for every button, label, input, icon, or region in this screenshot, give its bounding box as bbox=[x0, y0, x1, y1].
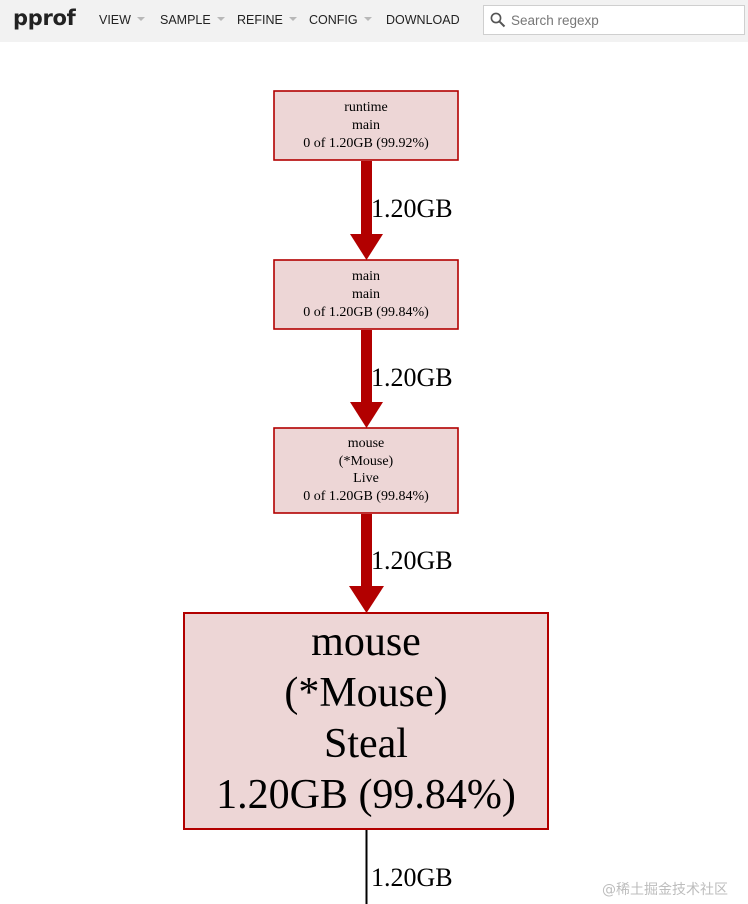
edge-label: 1.20GB bbox=[371, 863, 453, 892]
node-box bbox=[273, 90, 459, 161]
graph-edge[interactable]: 1.20GB bbox=[350, 330, 453, 428]
menu-refine-label: REFINE bbox=[237, 13, 283, 27]
toolbar: pprof VIEW SAMPLE REFINE CONFIG DOWNLOAD bbox=[0, 0, 748, 42]
chevron-down-icon bbox=[288, 17, 297, 21]
graph-edge[interactable]: 1.20GB bbox=[349, 514, 453, 613]
node-value: 0 of 1.20GB (99.84%) bbox=[303, 489, 429, 504]
menu-sample-label: SAMPLE bbox=[160, 13, 211, 27]
menu-config-label: CONFIG bbox=[309, 13, 358, 27]
chevron-down-icon bbox=[216, 17, 225, 21]
graph-edge[interactable]: 1.20GB bbox=[365, 829, 453, 904]
node-box bbox=[273, 427, 459, 514]
node-package: mouse bbox=[348, 436, 385, 451]
menu-view-label: VIEW bbox=[99, 13, 131, 27]
graph-edge[interactable]: 1.20GB bbox=[350, 161, 453, 260]
menu-view[interactable]: VIEW bbox=[99, 13, 145, 27]
search-icon bbox=[490, 12, 506, 33]
chevron-down-icon bbox=[136, 17, 145, 21]
node-value: 1.20GB (99.84%) bbox=[216, 772, 516, 818]
graph-node-main-main[interactable]: main main 0 of 1.20GB (99.84%) bbox=[273, 259, 459, 330]
edge-line bbox=[361, 161, 372, 235]
node-package: main bbox=[352, 269, 380, 284]
menu-refine[interactable]: REFINE bbox=[237, 13, 297, 27]
edge-arrowhead bbox=[350, 402, 383, 428]
node-box bbox=[183, 612, 549, 830]
menu-sample[interactable]: SAMPLE bbox=[160, 13, 225, 27]
node-value: 0 of 1.20GB (99.92%) bbox=[303, 136, 429, 151]
node-function: main bbox=[352, 118, 380, 133]
node-function: Live bbox=[353, 471, 379, 486]
node-value: 0 of 1.20GB (99.84%) bbox=[303, 305, 429, 320]
watermark: @稀土掘金技术社区 bbox=[602, 882, 728, 898]
edge-line bbox=[361, 514, 372, 587]
node-package: runtime bbox=[344, 100, 388, 115]
edge-label: 1.20GB bbox=[371, 546, 453, 575]
menu-config[interactable]: CONFIG bbox=[309, 13, 372, 27]
graph-node-mouse-live[interactable]: mouse (*Mouse) Live 0 of 1.20GB (99.84%) bbox=[273, 427, 459, 514]
menu-download[interactable]: DOWNLOAD bbox=[386, 13, 460, 27]
search-input[interactable] bbox=[511, 10, 736, 30]
menu-download-label: DOWNLOAD bbox=[386, 13, 460, 27]
node-function: Steal bbox=[324, 721, 408, 767]
edge-arrowhead bbox=[350, 234, 383, 260]
edge-label: 1.20GB bbox=[371, 363, 453, 392]
node-box bbox=[273, 259, 459, 330]
edge-line bbox=[361, 330, 372, 403]
node-package: mouse bbox=[311, 619, 421, 665]
node-receiver: (*Mouse) bbox=[284, 670, 447, 716]
graph-node-mouse-steal[interactable]: mouse (*Mouse) Steal 1.20GB (99.84%) bbox=[183, 612, 549, 830]
chevron-down-icon bbox=[363, 17, 372, 21]
search-box[interactable] bbox=[483, 5, 745, 35]
edge-label: 1.20GB bbox=[371, 194, 453, 223]
node-receiver: (*Mouse) bbox=[339, 454, 394, 469]
node-function: main bbox=[352, 287, 380, 302]
app-logo[interactable]: pprof bbox=[13, 6, 76, 30]
edge-arrowhead bbox=[349, 586, 384, 613]
graph-node-runtime-main[interactable]: runtime main 0 of 1.20GB (99.92%) bbox=[273, 90, 459, 161]
